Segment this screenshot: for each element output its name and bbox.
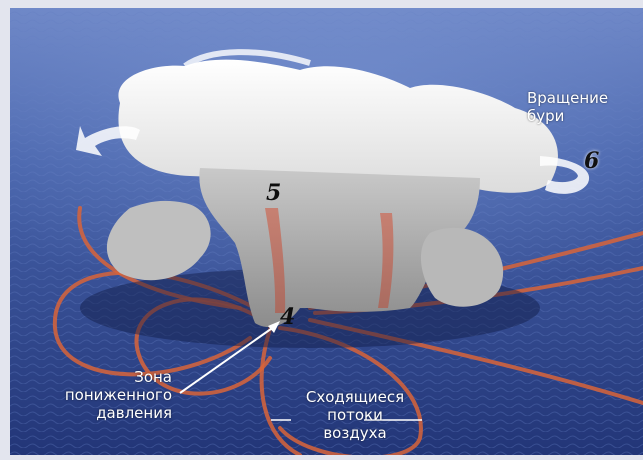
marker-4: 4 xyxy=(280,306,295,328)
label-low-pressure-line3: давления xyxy=(55,404,172,422)
marker-5: 5 xyxy=(266,182,281,204)
label-storm-rotation-line1: Вращение xyxy=(527,89,608,107)
label-low-pressure-line2: пониженного xyxy=(55,386,172,404)
marker-6: 6 xyxy=(584,150,599,172)
label-converging-line1: Сходящиеся xyxy=(285,388,425,406)
storm-illustration: 5 4 6 Вращение бури Зона пониженного дав… xyxy=(10,8,643,455)
label-low-pressure-line1: Зона xyxy=(55,368,172,386)
label-converging-air: Сходящиеся потоки воздуха xyxy=(285,388,425,442)
label-low-pressure-zone: Зона пониженного давления xyxy=(55,368,172,422)
label-storm-rotation-line2: бури xyxy=(527,107,608,125)
label-converging-line2: потоки xyxy=(285,406,425,424)
label-converging-line3: воздуха xyxy=(285,424,425,442)
label-storm-rotation: Вращение бури xyxy=(527,89,608,125)
